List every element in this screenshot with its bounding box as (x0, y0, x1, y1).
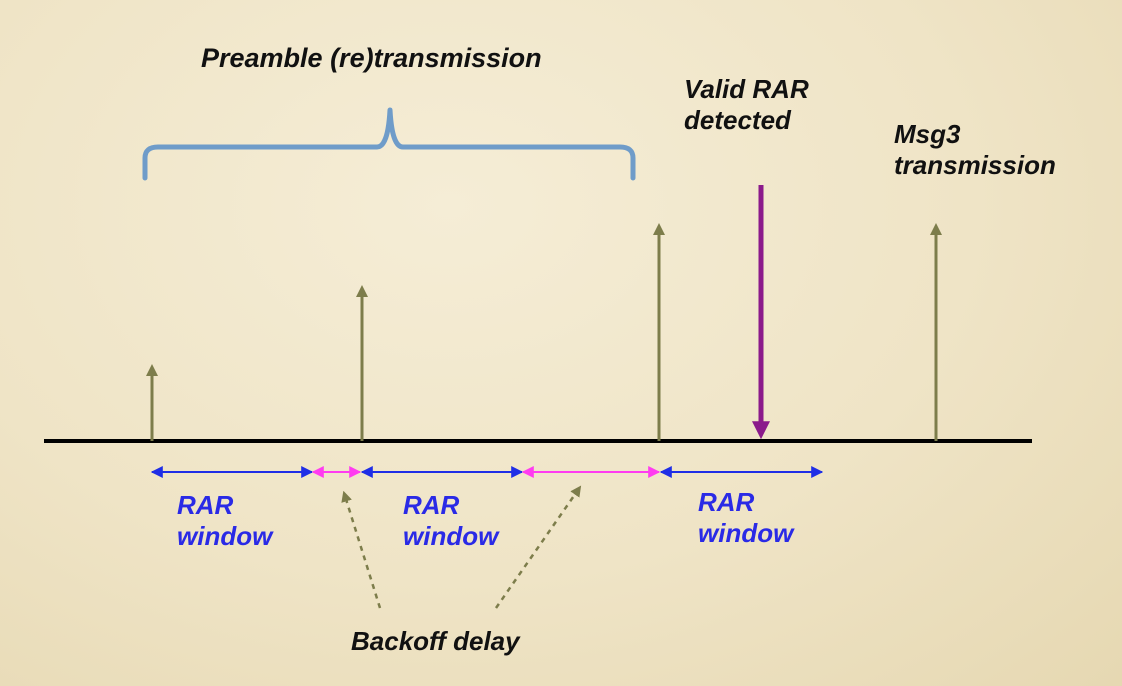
valid-rar-label-line-2: detected (684, 104, 791, 135)
valid-rar-detected-label: Valid RAR detected (684, 74, 809, 135)
backoff-delay-label: Backoff delay (351, 626, 520, 656)
rar-window-3-line-1: RAR (698, 487, 755, 517)
rar-window-2-line-2: window (403, 520, 499, 551)
rar-window-3-line-2: window (698, 517, 794, 548)
rar-window-1-line-2: window (177, 520, 273, 551)
valid-rar-label-line-1: Valid RAR (684, 74, 809, 104)
msg3-label-line-2: transmission (894, 149, 1056, 180)
rar-window-label-2: RAR window (403, 490, 498, 551)
msg3-label-line-1: Msg3 (894, 119, 961, 149)
rar-window-1-line-1: RAR (177, 490, 234, 520)
backoff-pointer-1 (341, 490, 382, 609)
rar-window-2-line-1: RAR (403, 490, 460, 520)
backoff-pointer-2 (494, 485, 582, 609)
msg3-transmission-label: Msg3 transmission (894, 119, 1056, 180)
rar-window-label-1: RAR window (177, 490, 272, 551)
preamble-retransmission-label: Preamble (re)transmission (201, 43, 542, 73)
rar-window-label-3: RAR window (698, 487, 793, 548)
preamble-brace (142, 107, 636, 181)
